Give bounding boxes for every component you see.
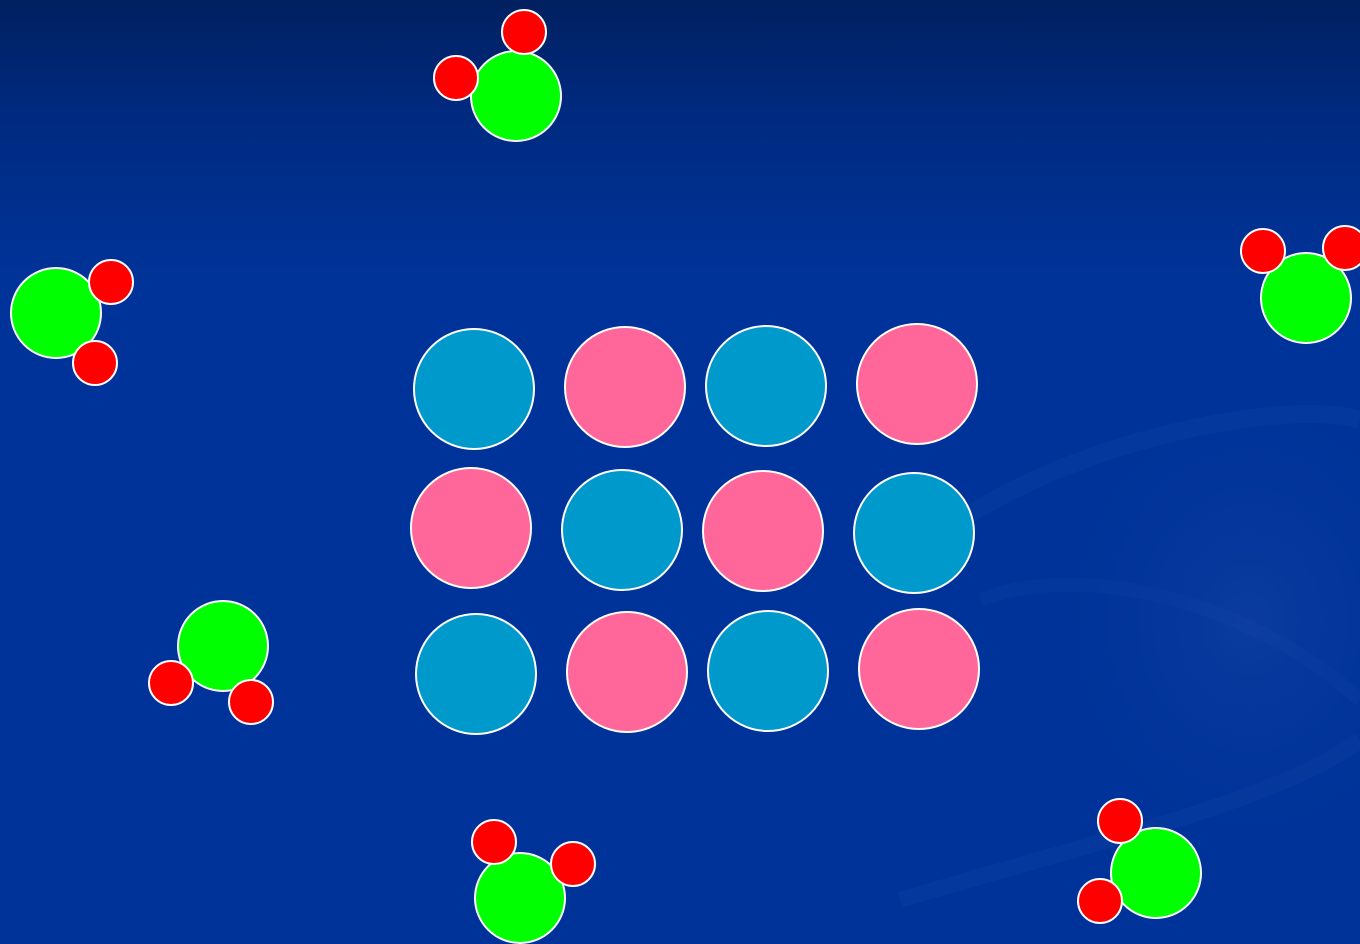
hydrogen-atom	[434, 56, 478, 100]
hydrogen-atom	[1241, 229, 1285, 273]
water-molecule-1	[434, 10, 561, 141]
ion-blue-r2c2	[562, 470, 682, 590]
hydrogen-atom	[551, 842, 595, 886]
ion-lattice	[411, 324, 979, 734]
hydrogen-atom	[502, 10, 546, 54]
ion-blue-r1c3	[706, 326, 826, 446]
ion-pink-r1c2	[565, 327, 685, 447]
water-molecule-3	[1241, 226, 1360, 343]
ion-pink-r3c4	[859, 609, 979, 729]
ion-blue-r2c4	[854, 473, 974, 593]
water-molecule-2	[11, 260, 133, 385]
ion-pink-r2c3	[703, 471, 823, 591]
ion-blue-r3c1	[416, 614, 536, 734]
water-molecule-4	[149, 601, 273, 724]
oxygen-atom	[471, 51, 561, 141]
ion-pink-r3c2	[567, 612, 687, 732]
ion-pink-r1c4	[857, 324, 977, 444]
hydrogen-atom	[1078, 879, 1122, 923]
hydrogen-atom	[73, 341, 117, 385]
hydrogen-atom	[1323, 226, 1360, 270]
ion-pink-r2c1	[411, 468, 531, 588]
ion-blue-r1c1	[414, 329, 534, 449]
hydrogen-atom	[1098, 799, 1142, 843]
hydrogen-atom	[149, 661, 193, 705]
hydrogen-atom	[89, 260, 133, 304]
hydrogen-atom	[229, 680, 273, 724]
ion-blue-r3c3	[708, 611, 828, 731]
hydrogen-atom	[472, 820, 516, 864]
water-molecule-5	[472, 820, 595, 943]
